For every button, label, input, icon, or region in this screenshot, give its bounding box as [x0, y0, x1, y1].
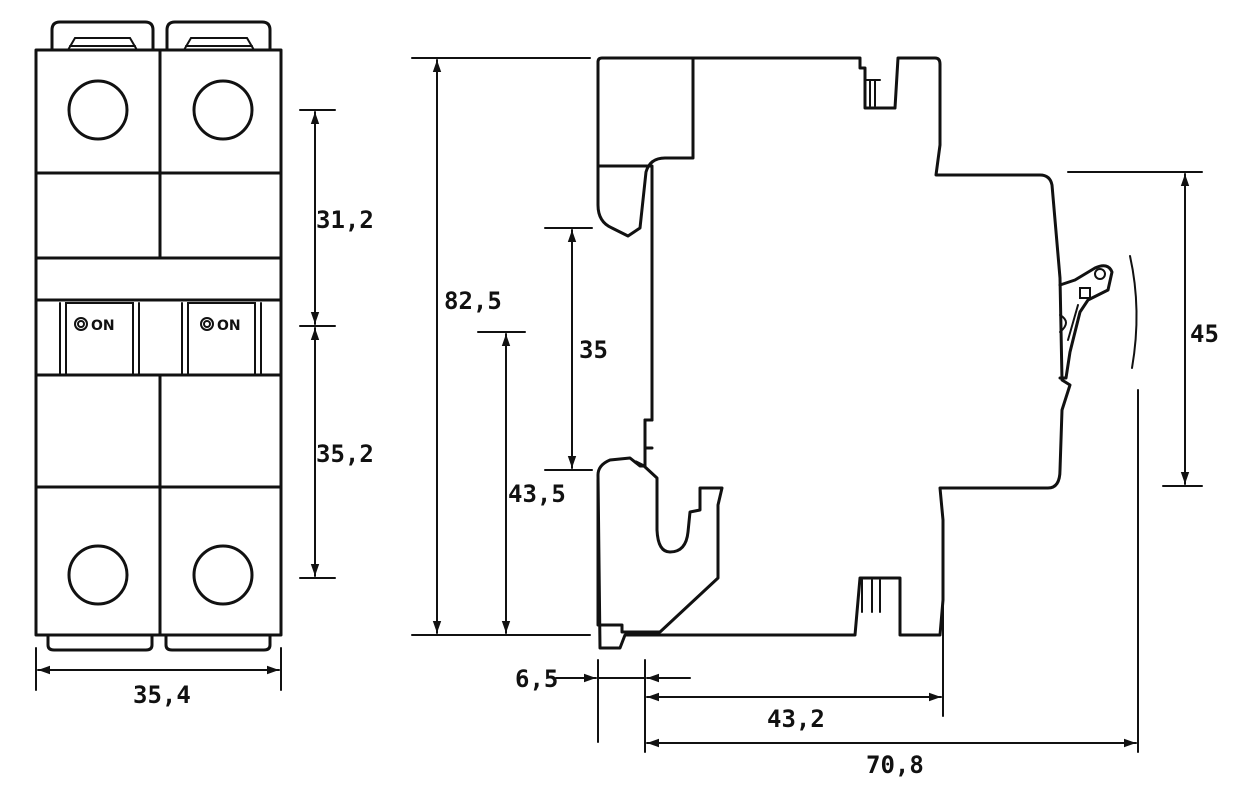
indicator-icon: [200, 317, 214, 331]
dim-total-depth: 70,8: [646, 738, 1137, 779]
dim-label-lower: 35,2: [316, 440, 374, 468]
indicator-icon: [74, 317, 88, 331]
dim-upper: 31,2: [299, 109, 374, 327]
dim-front: 45: [1180, 173, 1219, 485]
dim-label-rail-to-bottom: 43,5: [508, 480, 566, 508]
dim-label-total-depth: 70,8: [866, 751, 924, 779]
on-label: ON: [217, 318, 241, 334]
dim-width: 35,4: [35, 647, 282, 709]
dim-label-width: 35,4: [133, 681, 191, 709]
dim-height: 82,5: [432, 59, 502, 634]
din-clip: [596, 460, 724, 634]
dim-label-upper: 31,2: [316, 206, 374, 234]
dim-rail: 35: [567, 229, 608, 469]
side-view: 82,5 35 43,5 45 6,5: [411, 56, 1219, 779]
side-outline: [596, 56, 1072, 650]
dim-label-rail: 35: [579, 336, 608, 364]
terminal-screw: [192, 79, 254, 141]
terminal-screw: [67, 544, 129, 606]
terminal-screw: [192, 544, 254, 606]
terminal-screw: [67, 79, 129, 141]
handle-window-left: ON: [59, 302, 140, 376]
bottom-clip-left: [46, 633, 154, 652]
top-clip-right: [165, 20, 272, 52]
dim-rail-offset: 6,5: [515, 665, 691, 693]
top-notch: [865, 79, 881, 107]
on-label: ON: [91, 318, 115, 334]
front-view: ON ON 35,4 31,2: [34, 20, 374, 709]
top-clip-left: [50, 20, 155, 52]
dim-lower: 35,2: [299, 327, 374, 579]
dim-label-front: 45: [1190, 320, 1219, 348]
handle-window-right: ON: [181, 302, 262, 376]
dim-rail-to-bottom: 43,5: [501, 333, 566, 634]
dim-label-rail-offset: 6,5: [515, 665, 558, 693]
bottom-clip-right: [164, 633, 272, 652]
toggle-handle-icon: [1058, 264, 1114, 380]
toggle-swing-arc: [1129, 255, 1138, 369]
bottom-notch: [861, 579, 881, 613]
dim-depth: 43,2: [646, 692, 942, 733]
dim-label-height: 82,5: [444, 287, 502, 315]
dim-label-depth: 43,2: [767, 705, 825, 733]
